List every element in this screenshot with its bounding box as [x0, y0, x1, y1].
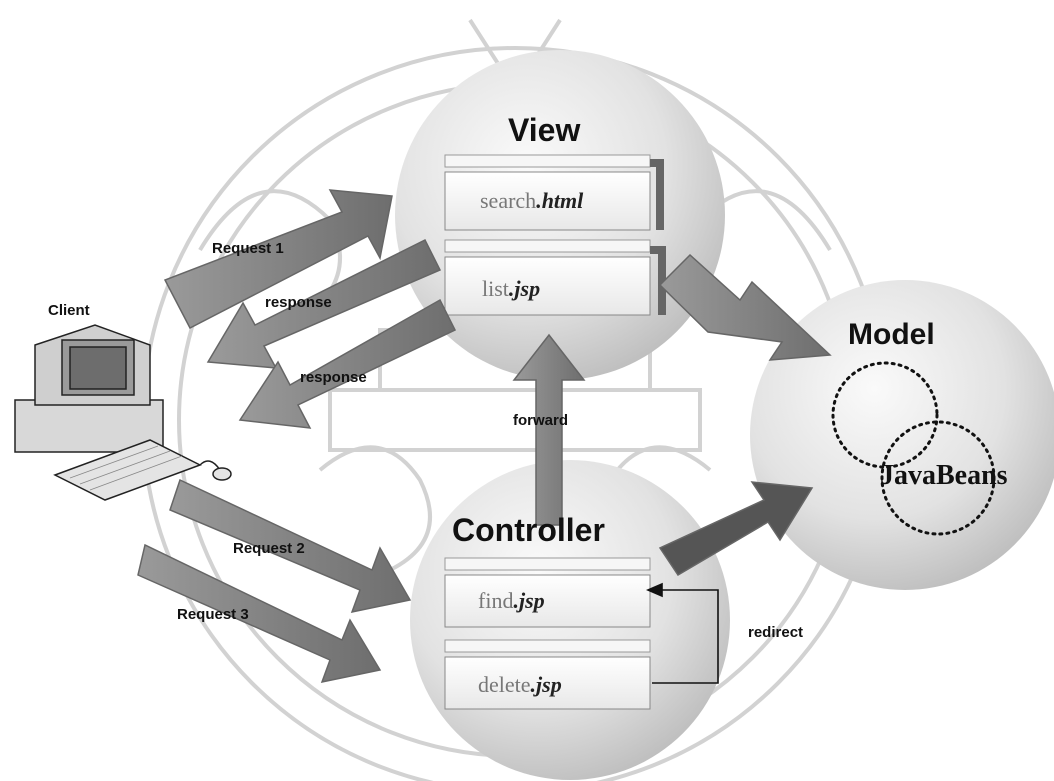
request2-label: Request 2: [233, 540, 305, 557]
controller-title: Controller: [452, 512, 605, 549]
file-stem: delete: [478, 672, 531, 697]
file-stem: search: [480, 188, 536, 213]
view-title: View: [508, 112, 580, 149]
file-ext: .jsp: [531, 672, 562, 697]
view-model-arrow: [660, 255, 830, 360]
javabeans-label: JavaBeans: [880, 460, 1008, 492]
response1-label: response: [265, 294, 332, 311]
client-label: Client: [48, 302, 90, 319]
controller-page-delete: delete.jsp: [478, 672, 562, 698]
request1-label: Request 1: [212, 240, 284, 257]
controller-page-find: find.jsp: [478, 588, 545, 614]
request3-label: Request 3: [177, 606, 249, 623]
forward-label: forward: [513, 412, 568, 429]
controller-sphere: [410, 460, 730, 780]
file-stem: list: [482, 276, 509, 301]
file-stem: find: [478, 588, 513, 613]
response2-label: response: [300, 369, 367, 386]
view-page-list: list.jsp: [482, 276, 540, 302]
model-title: Model: [848, 318, 935, 352]
file-ext: .html: [536, 188, 583, 213]
file-ext: .jsp: [513, 588, 544, 613]
client-computer-icon: [15, 325, 231, 500]
file-ext: .jsp: [509, 276, 540, 301]
view-page-search: search.html: [480, 188, 583, 214]
redirect-label: redirect: [748, 624, 803, 641]
